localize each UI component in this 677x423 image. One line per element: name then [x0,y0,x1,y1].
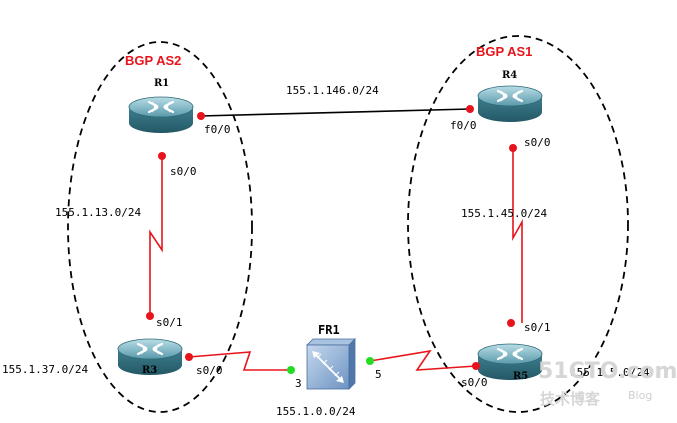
port-label-r5-s0-1: s0/1 [524,321,551,334]
port-label-r3-s0-1: s0/1 [156,316,183,329]
port-dot-fr1-3 [287,366,295,374]
as2-boundary [67,41,253,413]
loopback-label-r3: 155.1.37.0/24 [2,363,88,376]
as1-boundary [407,35,629,413]
router-icon [127,95,195,135]
port-label-fr1-3: 3 [295,377,302,390]
port-dot-r4-f0-0 [466,105,474,113]
router-r3-name: R3 [142,365,157,376]
frame-relay-switch-icon [306,338,356,390]
port-dot-r1-f0-0 [197,112,205,120]
link-r4-r5[interactable] [512,148,523,323]
port-label-r1-s0-0: s0/0 [170,165,197,178]
router-r4-name: R4 [502,70,517,81]
port-label-r4-s0-0: s0/0 [524,136,551,149]
link-r1-r3[interactable] [149,156,163,316]
router-icon [476,342,544,382]
loopback-label-r5: 155.1.5.0/24 [570,366,650,379]
network-label-r1-r3: 155.1.13.0/24 [55,206,141,219]
network-label-r4-r5: 155.1.45.0/24 [461,207,547,220]
router-r1-name: R1 [154,78,169,89]
link-r5-fr1[interactable] [369,349,477,371]
network-label-r1-r4: 155.1.146.0/24 [286,84,379,97]
port-label-r4-f0-0: f0/0 [450,119,477,132]
port-dot-r4-s0-0 [509,144,517,152]
router-r5-name: R5 [513,371,528,382]
port-dot-r5-s0-1 [507,319,515,327]
port-dot-r3-s0-0 [185,353,193,361]
port-label-r1-f0-0: f0/0 [204,123,231,136]
network-label-fr: 155.1.0.0/24 [276,405,356,418]
watermark-subtitle: 技术博客 [540,390,601,408]
link-r3-fr1[interactable] [188,351,291,371]
router-icon [476,84,544,124]
frame-relay-switch-fr1[interactable] [306,338,356,390]
port-label-r5-s0-0: s0/0 [461,376,488,389]
router-r4[interactable] [476,84,544,124]
link-r1-r4[interactable] [199,108,471,117]
watermark-blog: Blog [628,389,652,402]
port-dot-r1-s0-0 [158,152,166,160]
port-dot-r5-s0-0 [472,362,480,370]
watermark-logo: 51CTO.com [538,359,677,384]
port-dot-fr1-5 [366,357,374,365]
port-dot-r3-s0-1 [146,312,154,320]
port-label-r3-s0-0: s0/0 [196,364,223,377]
fr1-name: FR1 [318,323,340,337]
router-r5[interactable] [476,342,544,382]
as2-label: BGP AS2 [125,53,181,68]
router-r1[interactable] [127,95,195,135]
port-label-fr1-5: 5 [375,368,382,381]
as1-label: BGP AS1 [476,44,532,59]
